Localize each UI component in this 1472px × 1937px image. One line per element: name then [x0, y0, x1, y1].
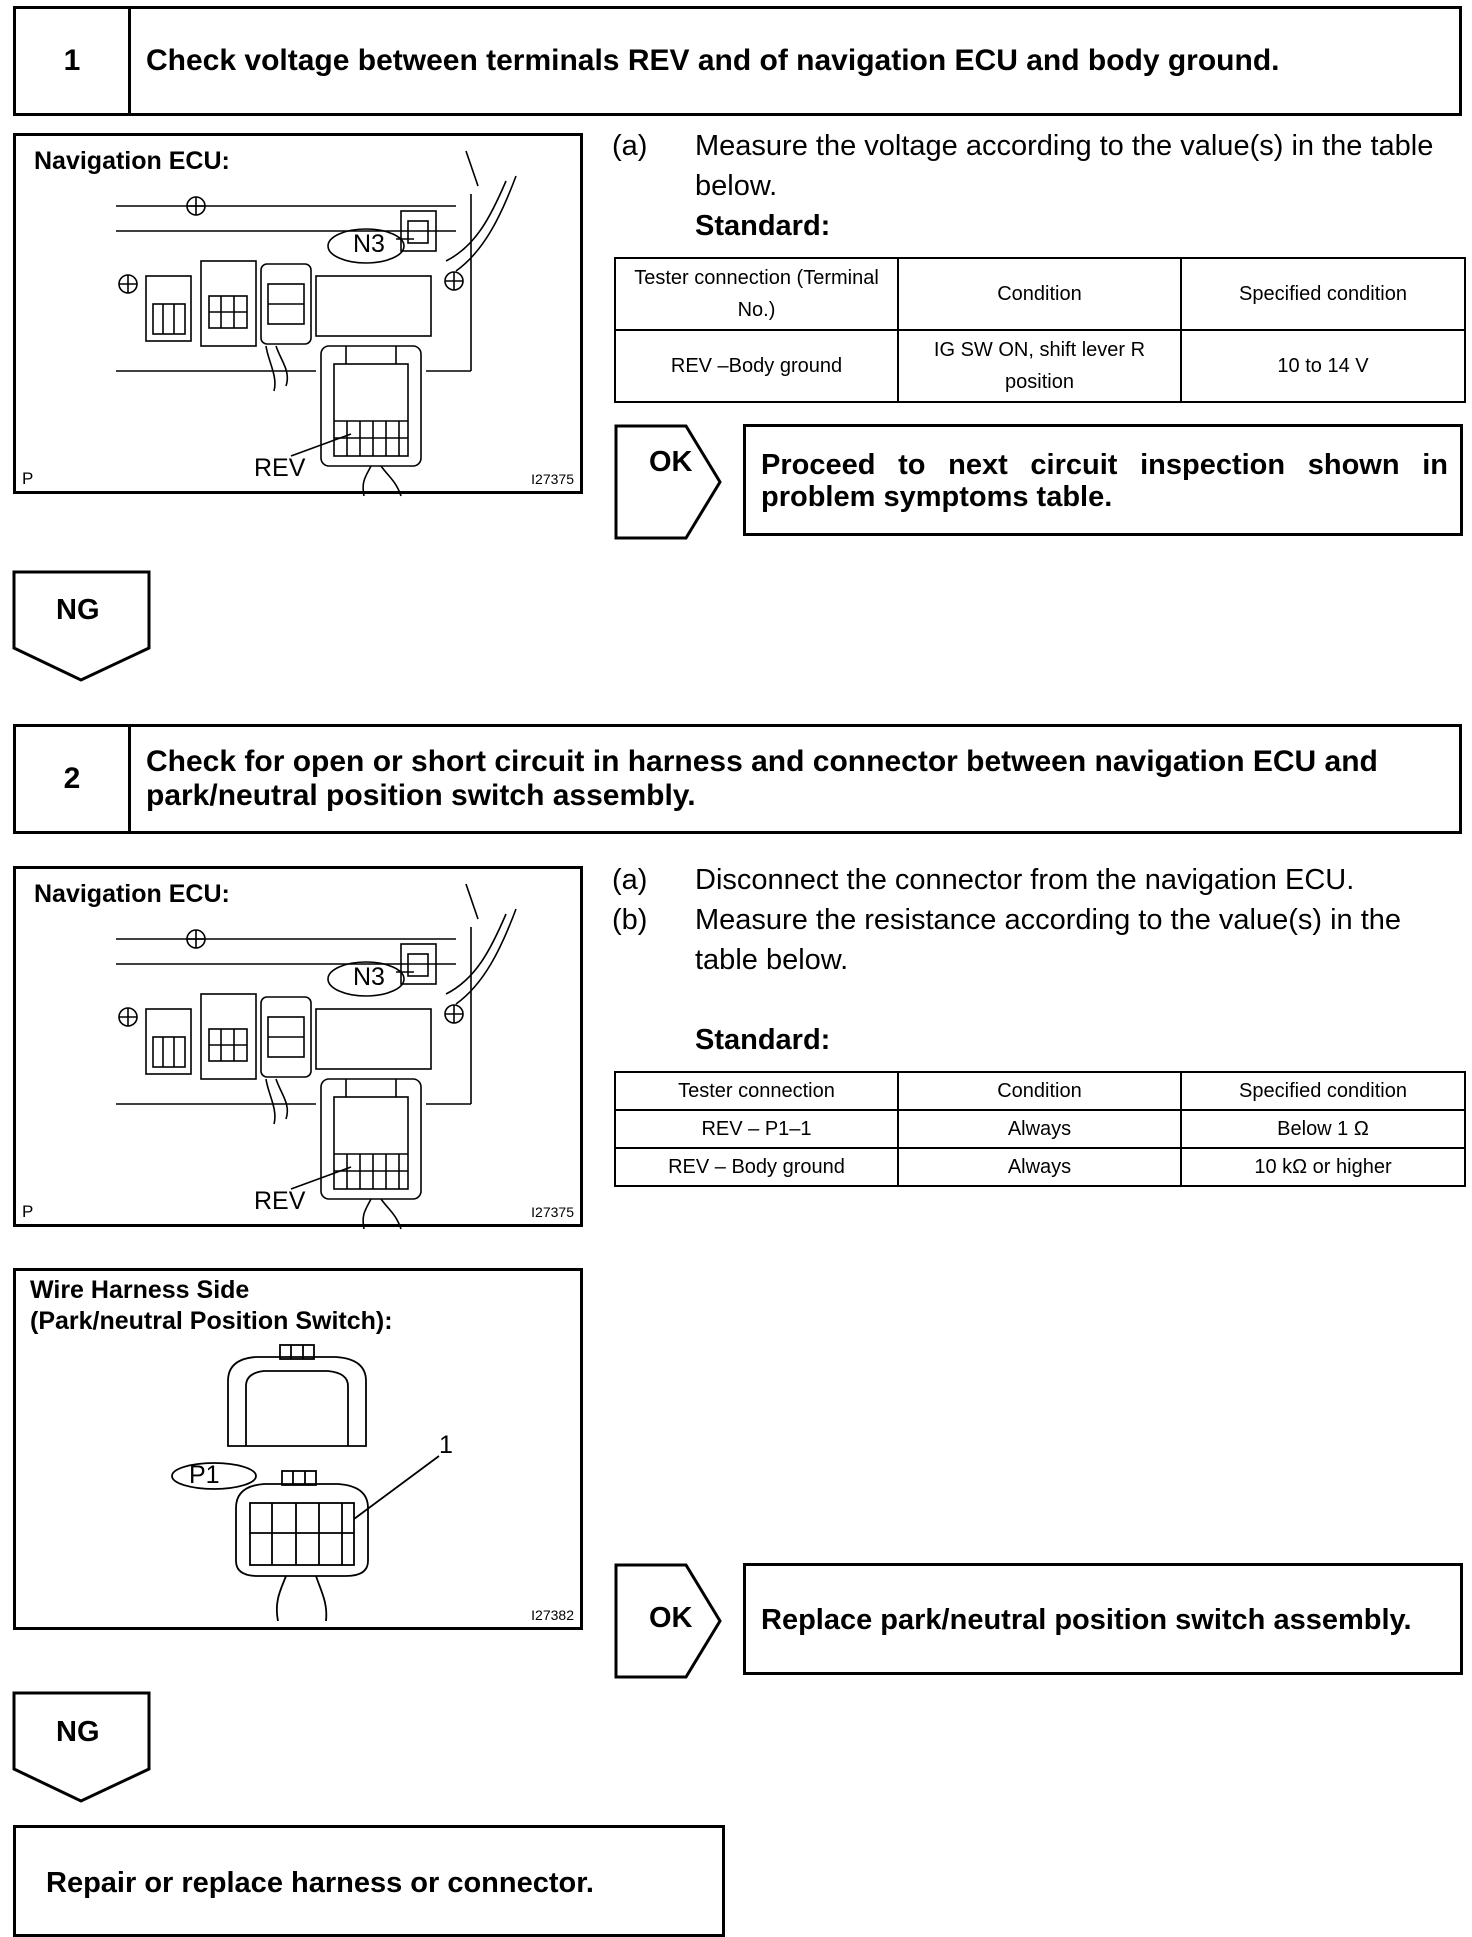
- corner-letter: P: [22, 469, 34, 488]
- table-cell: Below 1 Ω: [1180, 1109, 1466, 1149]
- table-header: Condition: [897, 1071, 1182, 1111]
- terminal-label-rev: REV: [254, 1187, 306, 1215]
- step-2-instruction-a: (a) Disconnect the connector from the na…: [612, 860, 1464, 900]
- ng-label: NG: [56, 594, 100, 626]
- table-cell: REV – P1–1: [614, 1109, 899, 1149]
- terminal-label-rev: REV: [254, 454, 306, 482]
- step-2-instruction-b: (b) Measure the resistance according to …: [612, 900, 1464, 980]
- ok-result-text: Replace park/neutral position switch ass…: [761, 1604, 1412, 1636]
- ng-arrow-shape: [12, 1691, 151, 1803]
- standard-label: Standard:: [695, 1024, 831, 1056]
- step-2-header: 2 Check for open or short circuit in har…: [13, 724, 1462, 834]
- step-number: 1: [16, 9, 131, 113]
- ok-arrow-shape: [614, 424, 722, 540]
- step-1-spec-table: Tester connection (Terminal No.) Conditi…: [614, 257, 1466, 403]
- illustration-title: Navigation ECU:: [34, 880, 230, 908]
- navigation-ecu-drawing: [116, 883, 517, 1230]
- ok-arrow-shape: [614, 1563, 722, 1679]
- step-number: 2: [16, 727, 131, 831]
- step-title: Check for open or short circuit in harne…: [146, 745, 1378, 812]
- step-title: Check voltage between terminals REV and …: [146, 44, 1280, 77]
- connector-label-n3: N3: [353, 230, 385, 258]
- navigation-ecu-illustration: Navigation ECU: N3 REV P I27375: [13, 133, 583, 497]
- ok-label: OK: [649, 446, 693, 478]
- ok-label: OK: [649, 1602, 693, 1634]
- table-row: REV – P1–1 Always Below 1 Ω: [614, 1109, 1466, 1149]
- table-row: REV –Body ground IG SW ON, shift lever R…: [614, 329, 1466, 403]
- table-header: Tester connection: [614, 1071, 899, 1111]
- table-header: Specified condition: [1180, 257, 1466, 331]
- illustration-title: Wire Harness Side: [30, 1276, 250, 1304]
- step-1-ok-result: Proceed to next circuit inspection shown…: [743, 424, 1463, 536]
- table-cell: Always: [897, 1109, 1182, 1149]
- step-1-header: 1 Check voltage between terminals REV an…: [13, 6, 1462, 116]
- instruction-letter: (a): [612, 864, 648, 896]
- table-header-row: Tester connection Condition Specified co…: [614, 1071, 1466, 1111]
- instruction-text: Measure the voltage according to the val…: [695, 130, 1434, 202]
- pin-label-1: 1: [439, 1431, 453, 1459]
- table-cell: 10 kΩ or higher: [1180, 1147, 1466, 1187]
- table-header: Tester connection (Terminal No.): [614, 257, 899, 331]
- park-neutral-switch-illustration: Wire Harness Side (Park/neutral Position…: [13, 1268, 583, 1630]
- table-cell: 10 to 14 V: [1180, 329, 1466, 403]
- table-header: Specified condition: [1180, 1071, 1466, 1111]
- connector-label-p1: P1: [189, 1461, 220, 1489]
- table-cell: REV – Body ground: [614, 1147, 899, 1187]
- standard-label: Standard:: [695, 210, 831, 242]
- step-1-instruction-a: (a) Measure the voltage according to the…: [612, 126, 1464, 206]
- illustration-code: I27375: [531, 471, 574, 487]
- table-header: Condition: [897, 257, 1182, 331]
- table-cell: Always: [897, 1147, 1182, 1187]
- step-2-spec-table: Tester connection Condition Specified co…: [614, 1071, 1466, 1187]
- final-result-box: Repair or replace harness or connector.: [13, 1825, 725, 1937]
- instruction-text: Disconnect the connector from the naviga…: [695, 864, 1355, 896]
- final-result-text: Repair or replace harness or connector.: [46, 1867, 594, 1899]
- illustration-code: I27382: [531, 1607, 574, 1623]
- instruction-letter: (b): [612, 904, 648, 936]
- illustration-code: I27375: [531, 1204, 574, 1220]
- park-neutral-switch-drawing: [171, 1344, 440, 1622]
- connector-label-n3: N3: [353, 963, 385, 991]
- instruction-letter: (a): [612, 130, 648, 162]
- step-2-ok-result: Replace park/neutral position switch ass…: [743, 1563, 1463, 1675]
- navigation-ecu-drawing: [116, 150, 517, 497]
- table-row: REV – Body ground Always 10 kΩ or higher: [614, 1147, 1466, 1187]
- ok-result-text: Proceed to next circuit inspection shown…: [761, 449, 1448, 513]
- table-cell: REV –Body ground: [614, 329, 899, 403]
- table-header-row: Tester connection (Terminal No.) Conditi…: [614, 257, 1466, 331]
- table-cell: IG SW ON, shift lever R position: [897, 329, 1182, 403]
- instruction-text: Measure the resistance according to the …: [695, 904, 1402, 976]
- ng-label: NG: [56, 1716, 100, 1748]
- ng-arrow-shape: [12, 570, 151, 682]
- illustration-subtitle: (Park/neutral Position Switch):: [30, 1307, 393, 1335]
- navigation-ecu-illustration: Navigation ECU: N3 REV P I27375: [13, 866, 583, 1230]
- illustration-title: Navigation ECU:: [34, 147, 230, 175]
- corner-letter: P: [22, 1202, 34, 1221]
